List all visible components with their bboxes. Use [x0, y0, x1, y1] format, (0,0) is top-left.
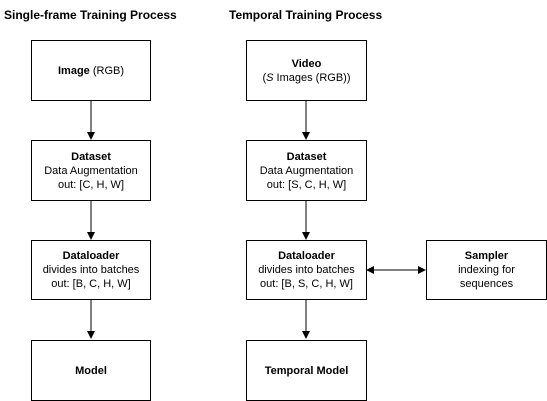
dataloader-title-right: Dataloader	[278, 250, 335, 262]
temporal-model-box: Temporal Model	[246, 340, 367, 401]
image-title: Image	[57, 64, 90, 77]
model-box: Model	[31, 340, 151, 401]
dataset-line1-right: Data Augmentation	[259, 164, 354, 177]
dataloader-line1-left: divides into batches	[42, 264, 140, 276]
temporal-model-title: Temporal Model	[264, 364, 349, 377]
dataset-title-left: Dataset	[71, 150, 111, 163]
image-suffix: (RGB)	[89, 64, 125, 77]
left-column-heading: Single-frame Training Process	[4, 8, 177, 22]
right-column-heading: Temporal Training Process	[229, 8, 383, 22]
sampler-title: Sampler	[464, 250, 509, 262]
video-subtitle: (S Images (RGB))	[262, 71, 351, 84]
dataset-line2-right: out: [S, C, H, W]	[266, 178, 347, 191]
video-sequence-variable: S	[266, 71, 274, 84]
dataset-title-right: Dataset	[286, 150, 327, 163]
dataset-box-left: Dataset Data Augmentation out: [C, H, W]	[31, 140, 151, 201]
video-title: Video	[291, 57, 322, 70]
dataloader-box-right: Dataloader divides into batches out: [B,…	[246, 240, 367, 300]
dataloader-title-left: Dataloader	[62, 250, 120, 262]
sampler-line1: indexing for	[458, 264, 515, 276]
sampler-line2: sequences	[459, 278, 514, 290]
dataloader-line1-right: divides into batches	[258, 264, 355, 276]
dataset-box-right: Dataset Data Augmentation out: [S, C, H,…	[246, 140, 367, 201]
image-box: Image (RGB)	[31, 40, 151, 101]
dataset-line2-left: out: [C, H, W]	[57, 178, 124, 191]
video-box: Video (S Images (RGB))	[246, 40, 367, 101]
dataloader-box-left: Dataloader divides into batches out: [B,…	[31, 240, 151, 300]
dataloader-line2-left: out: [B, C, H, W]	[51, 278, 131, 290]
dataloader-line2-right: out: [B, S, C, H, W]	[260, 278, 353, 290]
model-title: Model	[75, 364, 107, 377]
sampler-box: Sampler indexing for sequences	[426, 240, 547, 300]
dataset-line1-left: Data Augmentation	[44, 164, 138, 177]
